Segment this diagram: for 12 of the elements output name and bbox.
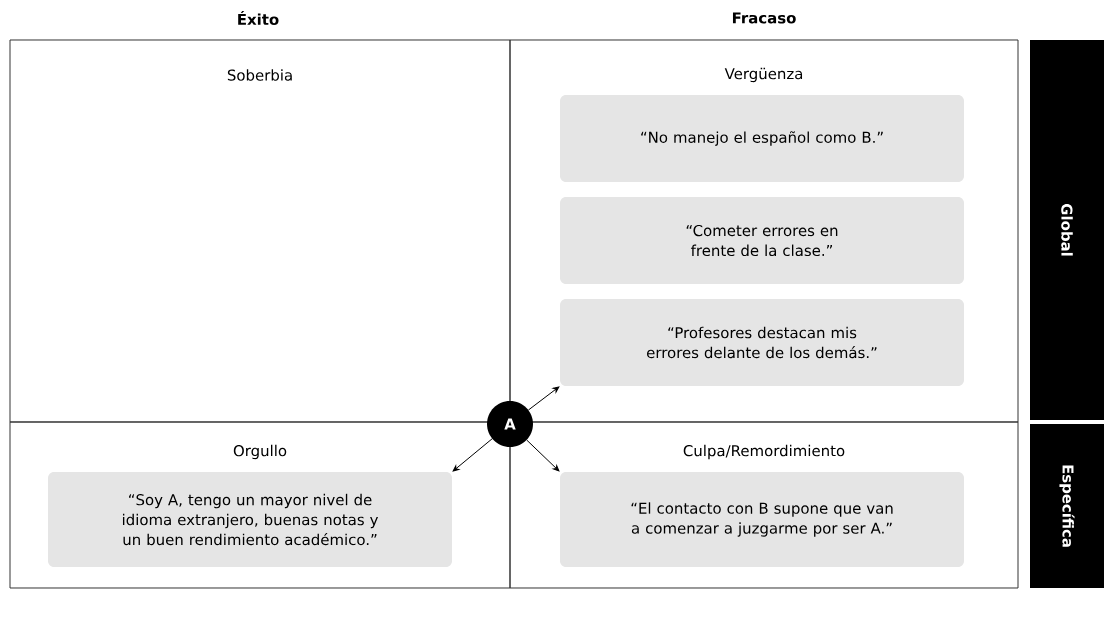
- side-band: Específica: [1030, 424, 1104, 588]
- arrow: [452, 438, 493, 472]
- arrow: [528, 386, 560, 411]
- quote-box: “El contacto con B supone que van a comenzar a juzgarme por ser A.”: [560, 472, 964, 567]
- side-band: Global: [1030, 40, 1104, 420]
- arrow: [526, 439, 560, 472]
- column-heading: Éxito: [238, 11, 279, 26]
- column-heading: Fracaso: [732, 12, 796, 24]
- quote-box: “Cometer errores en frente de la clase.”: [560, 197, 964, 284]
- quote-box: “Profesores destacan mis errores delante de los demás.”: [560, 299, 964, 386]
- quote-box: “No manejo el español como B.”: [560, 95, 964, 182]
- quote-box: “Soy A, tengo un mayor nivel de idioma extranjero, buenas notas y un buen rendimiento académico.”: [48, 472, 452, 567]
